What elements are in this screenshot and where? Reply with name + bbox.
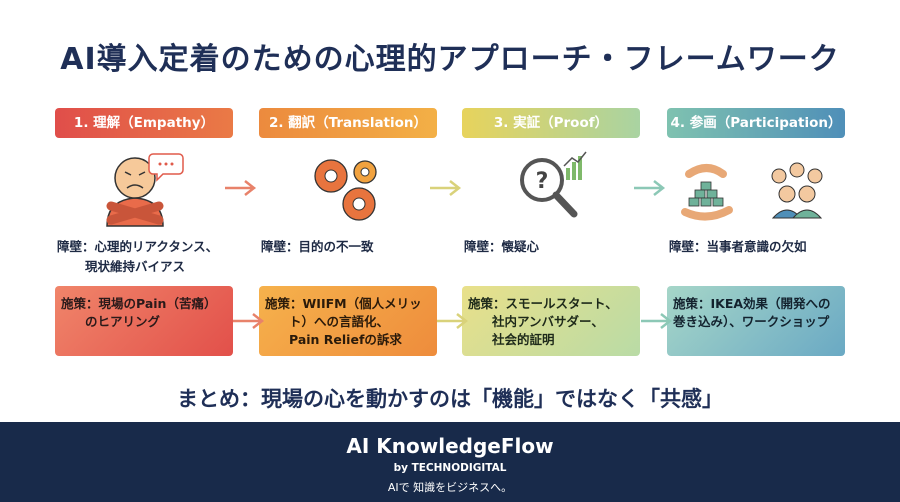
- step-3-barrier: 障壁：懐疑心: [464, 239, 540, 254]
- svg-text:?: ?: [536, 169, 549, 194]
- step-3-measure: 施策：スモールスタート、 社内アンバサダー、 社会的証明: [462, 286, 640, 356]
- step-4-barrier: 障壁：当事者意識の欠如: [669, 239, 807, 254]
- translation-illustration: [259, 148, 437, 228]
- gears-icon: [314, 159, 377, 221]
- team-blocks-icon: [681, 162, 823, 221]
- participation-illustration: [667, 148, 845, 228]
- step-2-header: 2. 翻訳（Translation）: [259, 108, 437, 138]
- arrow-right-icon: [634, 180, 666, 196]
- step-1-measure: 施策：現場のPain（苦痛） のヒアリング: [55, 286, 233, 356]
- magnifier-question-icon: ?: [520, 151, 587, 218]
- brand-byline: by TECHNODIGITAL: [393, 462, 507, 474]
- step-3-header: 3. 実証（Proof）: [462, 108, 640, 138]
- step-1-header: 1. 理解（Empathy）: [55, 108, 233, 138]
- arrow-right-icon: [430, 180, 462, 196]
- arrow-right-icon: [233, 313, 265, 329]
- step-2-barrier: 障壁：目的の不一致: [261, 239, 374, 254]
- brand-tagline: AIで 知識をビジネスへ。: [387, 481, 513, 494]
- brand-name: AI KnowledgeFlow: [346, 434, 554, 458]
- footer-banner: AI KnowledgeFlow by TECHNODIGITAL AIで 知識…: [0, 422, 900, 502]
- arrow-right-icon: [437, 313, 469, 329]
- empathy-illustration: [55, 148, 233, 228]
- step-2-measure: 施策：WIIFM（個人メリッ ト）への言語化、 Pain Reliefの訴求: [259, 286, 437, 356]
- frustrated-person-icon: [106, 153, 184, 227]
- arrow-right-icon: [641, 313, 673, 329]
- page-title: AI導入定着のための心理的アプローチ・フレームワーク: [60, 42, 840, 77]
- step-4-measure: 施策：IKEA効果（開発への 巻き込み）、ワークショップ: [667, 286, 845, 356]
- step-4-header: 4. 参画（Participation）: [667, 108, 845, 138]
- summary-text: まとめ：現場の心を動かすのは「機能」ではなく「共感」: [177, 387, 723, 411]
- arrow-right-icon: [225, 180, 257, 196]
- proof-illustration: ?: [462, 148, 640, 228]
- step-1-barrier: 障壁：心理的リアクタンス、 現状維持バイアス: [57, 239, 219, 274]
